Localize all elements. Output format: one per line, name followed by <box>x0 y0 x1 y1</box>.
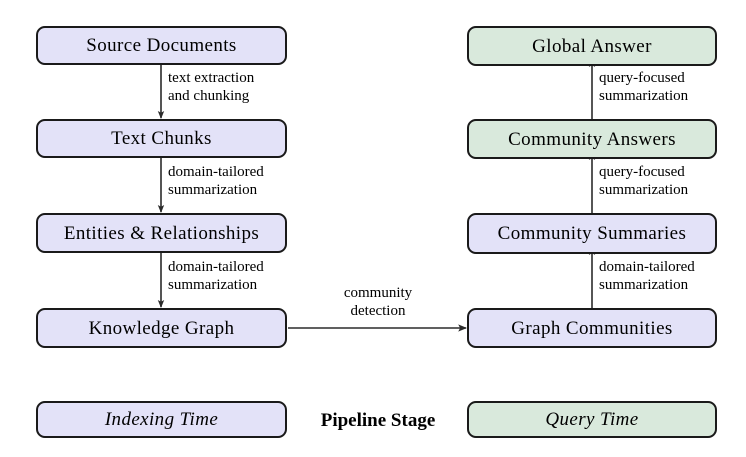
node-global-answer-label: Global Answer <box>532 35 652 57</box>
edge-label-line-2: summarization <box>599 87 689 104</box>
legend-pipeline-stage: Pipeline Stage <box>311 411 445 430</box>
edge-label-line-1: domain-tailored <box>599 259 695 275</box>
node-entities-relationships[interactable]: Entities & Relationships <box>36 213 287 253</box>
node-community-summaries-label: Community Summaries <box>497 223 687 244</box>
edge-label-line-1: community <box>343 285 413 301</box>
edge-label-line-2: summarization <box>599 276 689 293</box>
edge-label-text-extraction: text extraction and chunking <box>168 70 254 105</box>
edge-label-line-1: domain-tailored <box>168 164 264 180</box>
edge-label-query-summarization-1: query-focused summarization <box>599 164 688 199</box>
node-graph-communities[interactable]: Graph Communities <box>467 308 717 348</box>
edge-label-query-summarization-2: query-focused summarization <box>599 70 688 105</box>
node-knowledge-graph-label: Knowledge Graph <box>88 317 235 339</box>
node-entities-relationships-label: Entities & Relationships <box>63 222 260 244</box>
edge-label-domain-summarization-2: domain-tailored summarization <box>168 259 264 294</box>
legend-indexing-time-label: Indexing Time <box>104 409 219 430</box>
edge-label-line-2: summarization <box>168 181 258 198</box>
node-text-chunks[interactable]: Text Chunks <box>36 119 287 158</box>
edge-label-line-1: query-focused <box>599 164 685 180</box>
edge-label-domain-summarization-3: domain-tailored summarization <box>599 259 695 294</box>
edge-label-line-1: text extraction <box>168 70 255 86</box>
legend-query-time[interactable]: Query Time <box>467 401 717 438</box>
legend-pipeline-stage-label: Pipeline Stage <box>320 410 436 431</box>
edge-label-line-1: domain-tailored <box>168 259 264 275</box>
node-source-documents-label: Source Documents <box>86 35 237 56</box>
edge-label-line-2: detection <box>350 302 406 319</box>
edge-label-line-1: query-focused <box>599 70 685 86</box>
node-community-answers-label: Community Answers <box>508 128 676 150</box>
node-knowledge-graph[interactable]: Knowledge Graph <box>36 308 287 348</box>
node-community-answers[interactable]: Community Answers <box>467 119 717 159</box>
node-global-answer[interactable]: Global Answer <box>467 26 717 66</box>
edge-label-line-2: summarization <box>168 276 258 293</box>
legend-indexing-time[interactable]: Indexing Time <box>36 401 287 438</box>
edge-label-community-detection: community detection <box>318 285 438 320</box>
legend-query-time-label: Query Time <box>545 409 639 430</box>
edge-label-domain-summarization-1: domain-tailored summarization <box>168 164 264 199</box>
edge-label-line-2: and chunking <box>168 87 250 104</box>
node-community-summaries[interactable]: Community Summaries <box>467 213 717 254</box>
node-source-documents[interactable]: Source Documents <box>36 26 287 65</box>
edge-label-line-2: summarization <box>599 181 689 198</box>
node-graph-communities-label: Graph Communities <box>511 317 673 339</box>
node-text-chunks-label: Text Chunks <box>111 128 212 149</box>
